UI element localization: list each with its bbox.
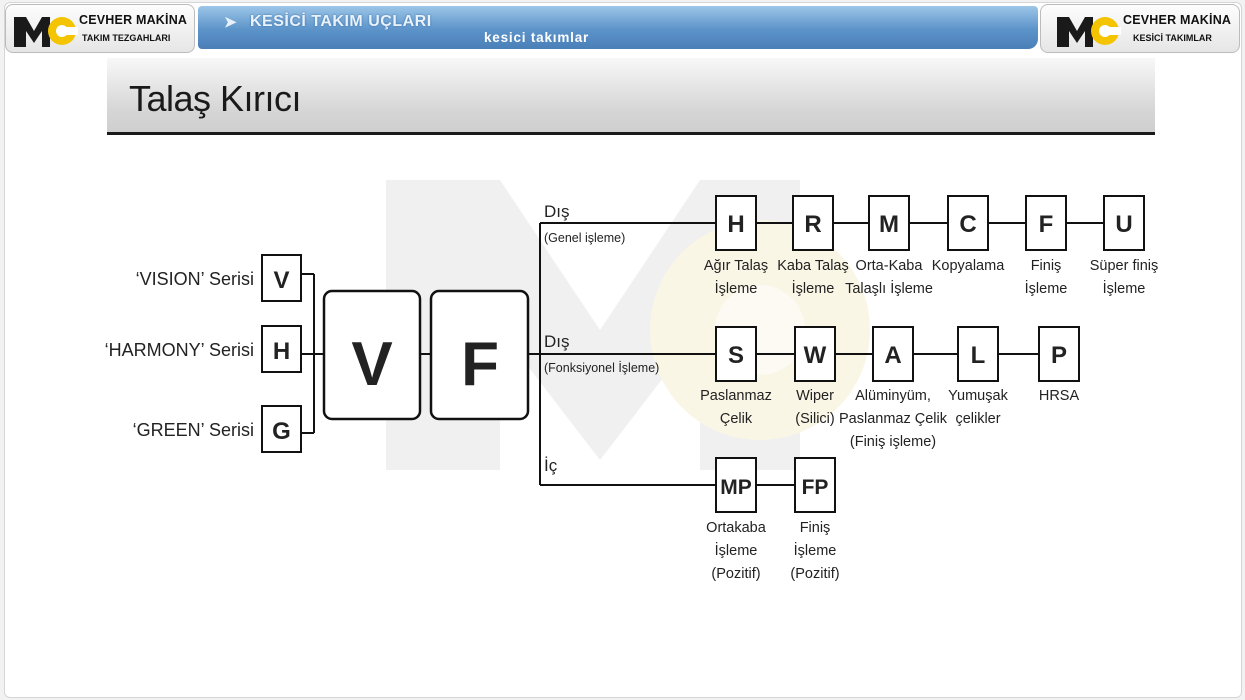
insert-description: (Pozitif) (711, 566, 760, 582)
series-code: H (273, 338, 290, 365)
insert-description: Çelik (720, 411, 753, 427)
insert-description: Wiper (796, 388, 834, 404)
page-title: Talaş Kırıcı (129, 78, 302, 119)
mc-logo-icon (14, 17, 78, 47)
logo-right-subtitle: KESİCİ TAKIMLAR (1133, 33, 1212, 43)
logo-left-title: CEVHER MAKİNA (79, 13, 188, 27)
insert-code: U (1115, 211, 1132, 238)
insert-code: F (1039, 211, 1054, 238)
series-code-box (261, 325, 302, 373)
insert-description: Talaşlı İşleme (845, 279, 933, 297)
branch-outer-functional-subtitle: (Fonksiyonel İşleme) (544, 361, 659, 375)
insert-description: İşleme (1103, 279, 1146, 297)
series-code-box (261, 254, 302, 302)
insert-code: P (1051, 342, 1067, 369)
title-band: Talaş Kırıcı (107, 58, 1155, 135)
branch-outer-general-subtitle: (Genel işleme) (544, 231, 625, 245)
insert-code: R (804, 211, 821, 238)
main-code-f: F (461, 330, 499, 399)
insert-description: Paslanmaz Çelik (839, 411, 948, 427)
insert-code-box (1103, 195, 1145, 251)
series-code: G (272, 418, 291, 445)
logo-right-title: CEVHER MAKİNA (1123, 13, 1232, 27)
insert-description: çelikler (955, 411, 1000, 427)
insert-code-box (794, 457, 836, 513)
insert-code: FP (802, 476, 829, 499)
insert-code-box (715, 195, 757, 251)
insert-description: Orta-Kaba (856, 258, 924, 274)
insert-code-box (794, 326, 836, 382)
branch-outer-functional-title: Dış (544, 332, 570, 351)
insert-description: İşleme (794, 541, 837, 559)
banner-arrow-icon: ➤ (224, 14, 237, 31)
logo-left-subtitle: TAKIM TEZGAHLARI (82, 33, 171, 43)
insert-description: İşleme (715, 541, 758, 559)
insert-code: S (728, 342, 744, 369)
branch-inner-title: İç (544, 456, 558, 475)
insert-code-box (947, 195, 989, 251)
insert-description: (Pozitif) (790, 566, 839, 582)
insert-code-box (792, 195, 834, 251)
insert-code: A (884, 342, 901, 369)
series-code: V (273, 267, 289, 294)
insert-description: İşleme (715, 279, 758, 297)
insert-code: M (879, 211, 899, 238)
insert-code-box (715, 326, 757, 382)
company-logo-right: CEVHER MAKİNA KESİCİ TAKIMLAR (1040, 4, 1240, 53)
insert-code-box (957, 326, 999, 382)
insert-description: Kaba Talaş (777, 258, 848, 274)
main-code-v: V (351, 330, 392, 399)
insert-code-box (1038, 326, 1080, 382)
insert-description: Finiş (800, 520, 831, 536)
series-name: ‘VISION’ Serisi (136, 269, 254, 289)
main-code-box-v (322, 289, 422, 421)
insert-description: (Silici) (795, 411, 834, 427)
insert-description: Ortakaba (706, 520, 767, 536)
insert-code: L (971, 342, 986, 369)
insert-code-box (715, 457, 757, 513)
insert-description: Ağır Talaş (704, 258, 768, 274)
banner-title: KESİCİ TAKIM UÇLARI (250, 13, 432, 30)
insert-code: H (727, 211, 744, 238)
insert-description: Kopyalama (932, 258, 1005, 274)
insert-code: MP (720, 476, 752, 499)
insert-description: İşleme (1025, 279, 1068, 297)
series-name: ‘GREEN’ Serisi (133, 420, 254, 440)
insert-code-box (872, 326, 914, 382)
insert-code: W (804, 342, 827, 369)
insert-description: Finiş (1031, 258, 1062, 274)
insert-code-box (1025, 195, 1067, 251)
insert-description: (Finiş işleme) (850, 434, 936, 450)
insert-code-box (868, 195, 910, 251)
insert-description: HRSA (1039, 388, 1080, 404)
mc-logo-icon (1057, 17, 1121, 47)
company-logo-left: CEVHER MAKİNA TAKIM TEZGAHLARI (5, 4, 195, 53)
header-banner: ➤ KESİCİ TAKIM UÇLARI kesici takımlar (198, 6, 1038, 49)
insert-description: Yumuşak (948, 388, 1008, 404)
insert-description: Süper finiş (1090, 258, 1159, 274)
insert-description: Alüminyüm, (855, 388, 931, 404)
series-code-box (261, 405, 302, 453)
banner-subtitle: kesici takımlar (484, 30, 590, 45)
insert-description: İşleme (792, 279, 835, 297)
insert-description: Paslanmaz (700, 388, 772, 404)
branch-outer-general-title: Dış (544, 202, 570, 221)
insert-code: C (959, 211, 976, 238)
main-code-box-f (429, 289, 530, 421)
series-name: ‘HARMONY’ Serisi (105, 340, 254, 360)
